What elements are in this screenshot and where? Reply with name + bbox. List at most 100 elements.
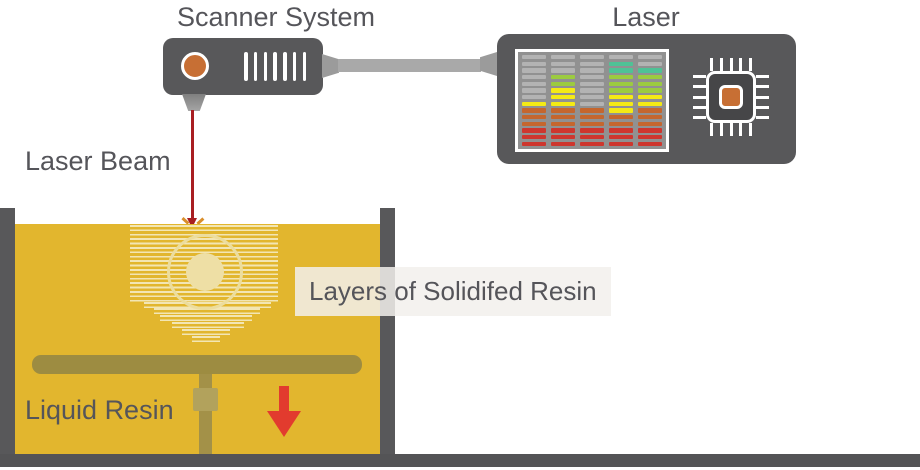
chip-pin <box>710 58 713 71</box>
equalizer-cell-yellow <box>522 101 546 106</box>
equalizer-cell-green <box>638 81 662 86</box>
microchip-core <box>719 85 743 109</box>
microchip-icon <box>693 58 769 136</box>
equalizer-cell-orange <box>522 121 546 126</box>
equalizer-cell-green <box>551 81 575 86</box>
equalizer-cell-teal <box>609 68 633 73</box>
chip-pin <box>756 75 769 78</box>
equalizer-cell-orange <box>638 108 662 113</box>
equalizer-cell-gray <box>580 88 604 93</box>
equalizer-cell-red <box>609 141 633 146</box>
equalizer-cell-green <box>638 88 662 93</box>
cured-part-ring-icon <box>167 234 243 310</box>
chip-pin <box>719 58 723 71</box>
grill-bar <box>273 52 277 81</box>
chip-pin <box>719 123 723 136</box>
equalizer-cell-gray <box>580 55 604 60</box>
solidified-layer-step <box>192 336 220 342</box>
equalizer-cell-red <box>522 135 546 140</box>
equalizer-cell-red <box>609 128 633 133</box>
equalizer-cell-orange <box>551 115 575 120</box>
equalizer-cell-gray <box>580 95 604 100</box>
equalizer-cell-orange <box>609 121 633 126</box>
chip-pin <box>749 58 752 71</box>
equalizer-cell-gray <box>551 55 575 60</box>
chip-pin <box>693 116 706 119</box>
laser-beam-arrowhead-icon <box>187 218 197 228</box>
solidified-layer-step <box>182 329 230 335</box>
equalizer-column <box>551 55 575 146</box>
tank-right-wall <box>380 208 395 455</box>
equalizer-cell-red <box>522 128 546 133</box>
equalizer-cell-gray <box>551 61 575 66</box>
liquid-resin-label: Liquid Resin <box>25 395 174 425</box>
equalizer-cell-orange <box>551 108 575 113</box>
equalizer-cell-red <box>580 141 604 146</box>
equalizer-cell-gray <box>580 75 604 80</box>
chip-pins-top <box>710 58 752 71</box>
platform-down-arrow-head-icon <box>267 411 301 437</box>
equalizer-cell-red <box>609 135 633 140</box>
connection-cable <box>338 59 481 72</box>
equalizer-cell-gray <box>522 88 546 93</box>
equalizer-cell-red <box>638 135 662 140</box>
equalizer-cell-gray <box>580 61 604 66</box>
chip-pin <box>756 95 769 99</box>
chip-pin <box>739 58 743 71</box>
chip-pin <box>749 123 752 136</box>
solidified-layer-step <box>154 308 260 314</box>
equalizer-cell-green <box>638 75 662 80</box>
equalizer-cell-orange <box>638 121 662 126</box>
equalizer-cell-teal <box>609 61 633 66</box>
grill-bar <box>253 52 258 81</box>
vent-grill-icon <box>244 52 306 81</box>
equalizer-cell-gray <box>522 68 546 73</box>
equalizer-cell-orange <box>609 115 633 120</box>
cured-part-core-icon <box>186 253 224 291</box>
equalizer-cell-gray <box>522 81 546 86</box>
equalizer-cell-green <box>609 81 633 86</box>
equalizer-cell-orange <box>580 121 604 126</box>
tank-left-wall <box>0 208 15 455</box>
chip-pin <box>739 123 743 136</box>
grill-bar <box>263 52 267 81</box>
ground-floor-bar <box>0 454 920 467</box>
chip-pin <box>693 95 706 99</box>
equalizer-cell-gray <box>580 68 604 73</box>
laser-beam-line <box>191 110 194 219</box>
chip-pins-bottom <box>710 123 752 136</box>
equalizer-cell-orange <box>522 108 546 113</box>
equalizer-cell-orange <box>580 108 604 113</box>
equalizer-cell-yellow <box>551 88 575 93</box>
chip-pin <box>693 75 706 78</box>
equalizer-cell-yellow <box>638 95 662 100</box>
equalizer-cell-teal <box>638 68 662 73</box>
equalizer-bars-icon <box>522 55 662 146</box>
beam-emitter-nozzle-icon <box>182 94 206 111</box>
equalizer-column <box>522 55 546 146</box>
chip-pin <box>693 85 706 89</box>
chip-pin <box>710 123 713 136</box>
equalizer-cell-green <box>551 75 575 80</box>
equalizer-cell-yellow <box>551 101 575 106</box>
equalizer-cell-red <box>551 141 575 146</box>
chip-pins-left <box>693 75 706 119</box>
equalizer-cell-gray <box>638 61 662 66</box>
chip-pin <box>729 58 733 71</box>
equalizer-cell-yellow <box>551 95 575 100</box>
platform-stem <box>199 370 212 455</box>
equalizer-column <box>609 55 633 146</box>
equalizer-cell-red <box>638 141 662 146</box>
equalizer-cell-orange <box>580 115 604 120</box>
equalizer-column <box>580 55 604 146</box>
equalizer-cell-red <box>551 128 575 133</box>
equalizer-cell-red <box>638 128 662 133</box>
equalizer-cell-red <box>522 141 546 146</box>
equalizer-cell-orange <box>551 121 575 126</box>
equalizer-cell-gray <box>580 101 604 106</box>
equalizer-cell-gray <box>580 81 604 86</box>
chip-pin <box>693 105 706 109</box>
equalizer-cell-gray <box>551 68 575 73</box>
grill-bar <box>292 52 297 81</box>
